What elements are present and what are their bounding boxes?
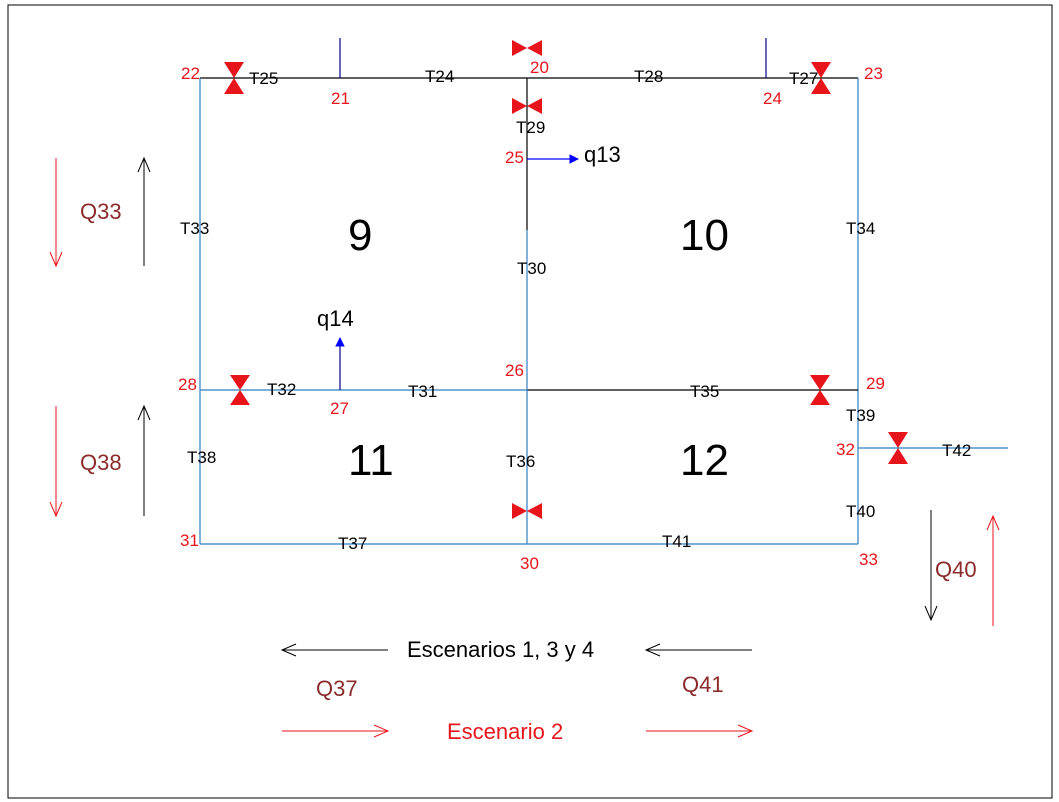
pipe-label: T40 bbox=[846, 502, 875, 521]
pipe-label: T31 bbox=[408, 382, 437, 401]
pipe-label: T38 bbox=[187, 448, 216, 467]
pipe-network bbox=[199, 38, 1008, 545]
node-label: 31 bbox=[180, 531, 199, 550]
valve-icon bbox=[512, 98, 542, 114]
node-label: 32 bbox=[836, 440, 855, 459]
arrow-icon bbox=[924, 510, 938, 622]
node-label: 30 bbox=[520, 554, 539, 573]
pipe-label: T29 bbox=[516, 118, 545, 137]
pipe-label: T33 bbox=[180, 219, 209, 238]
pipe-label: T30 bbox=[517, 259, 546, 278]
node-label: 22 bbox=[181, 64, 200, 83]
pipe-label: T24 bbox=[425, 67, 454, 86]
node-label: 26 bbox=[505, 361, 524, 380]
arrow-icon bbox=[280, 643, 388, 657]
node-label: 33 bbox=[859, 550, 878, 569]
sector-label: 10 bbox=[680, 211, 729, 260]
flow-label: Q41 bbox=[682, 672, 724, 697]
valve-icon bbox=[811, 62, 831, 94]
node-label: 28 bbox=[178, 375, 197, 394]
flow-label: Q40 bbox=[935, 557, 977, 582]
flow-arrows bbox=[49, 156, 1000, 738]
arrow-icon bbox=[646, 724, 754, 738]
sector-label: 9 bbox=[348, 211, 372, 260]
flow-label: Q37 bbox=[316, 676, 358, 701]
sector-label: 11 bbox=[348, 436, 394, 485]
valve-icon bbox=[512, 40, 542, 56]
arrow-icon bbox=[644, 643, 752, 657]
flow-labels: Q33 Q38 Q40 Q37 Q41 bbox=[80, 199, 977, 701]
valve-icon bbox=[810, 375, 830, 405]
node-label: 24 bbox=[763, 89, 782, 108]
arrow-icon bbox=[49, 158, 63, 268]
valve-icon bbox=[512, 503, 542, 519]
pipe-label: T34 bbox=[846, 219, 875, 238]
node-label: 25 bbox=[505, 148, 524, 167]
arrow-icon bbox=[137, 404, 151, 516]
flow-label: Q33 bbox=[80, 199, 122, 224]
flow-label: Q38 bbox=[80, 450, 122, 475]
pipe-label: T35 bbox=[690, 382, 719, 401]
node-label: 20 bbox=[530, 58, 549, 77]
pipe-label: T32 bbox=[267, 380, 296, 399]
arrow-icon bbox=[986, 514, 1000, 626]
valves bbox=[224, 40, 908, 519]
demand-label: q14 bbox=[317, 306, 354, 331]
pipe-labels: T25 T24 T28 T27 T29 T33 T30 T34 T32 T31 … bbox=[180, 67, 971, 553]
demand-labels: q13 q14 bbox=[317, 142, 621, 331]
pipe-label: T27 bbox=[789, 69, 818, 88]
valve-icon bbox=[230, 375, 250, 405]
scenario-label-red: Escenario 2 bbox=[447, 719, 563, 744]
valve-icon bbox=[224, 62, 244, 94]
pipe-label: T25 bbox=[249, 69, 278, 88]
demand-arrows bbox=[335, 154, 579, 390]
pipe-label: T39 bbox=[846, 406, 875, 425]
pipe-label: T41 bbox=[662, 532, 691, 551]
pipe-label: T37 bbox=[338, 534, 367, 553]
arrow-icon bbox=[49, 406, 63, 518]
sector-label: 12 bbox=[680, 436, 729, 485]
pipe-label: T36 bbox=[506, 452, 535, 471]
pipe-label: T28 bbox=[634, 67, 663, 86]
node-label: 21 bbox=[331, 89, 350, 108]
node-label: 23 bbox=[864, 64, 883, 83]
sector-labels: 9 10 11 12 bbox=[348, 211, 729, 485]
pipe-label: T42 bbox=[942, 441, 971, 460]
node-labels: 20 21 22 23 24 25 26 27 28 29 30 31 32 3… bbox=[178, 58, 885, 573]
demand-label: q13 bbox=[584, 142, 621, 167]
valve-icon bbox=[888, 432, 908, 464]
arrow-icon bbox=[137, 156, 151, 266]
arrow-icon bbox=[282, 724, 390, 738]
node-label: 27 bbox=[330, 399, 349, 418]
node-label: 29 bbox=[866, 374, 885, 393]
scenario-label-black: Escenarios 1, 3 y 4 bbox=[407, 637, 594, 662]
figure-frame bbox=[7, 4, 1053, 799]
